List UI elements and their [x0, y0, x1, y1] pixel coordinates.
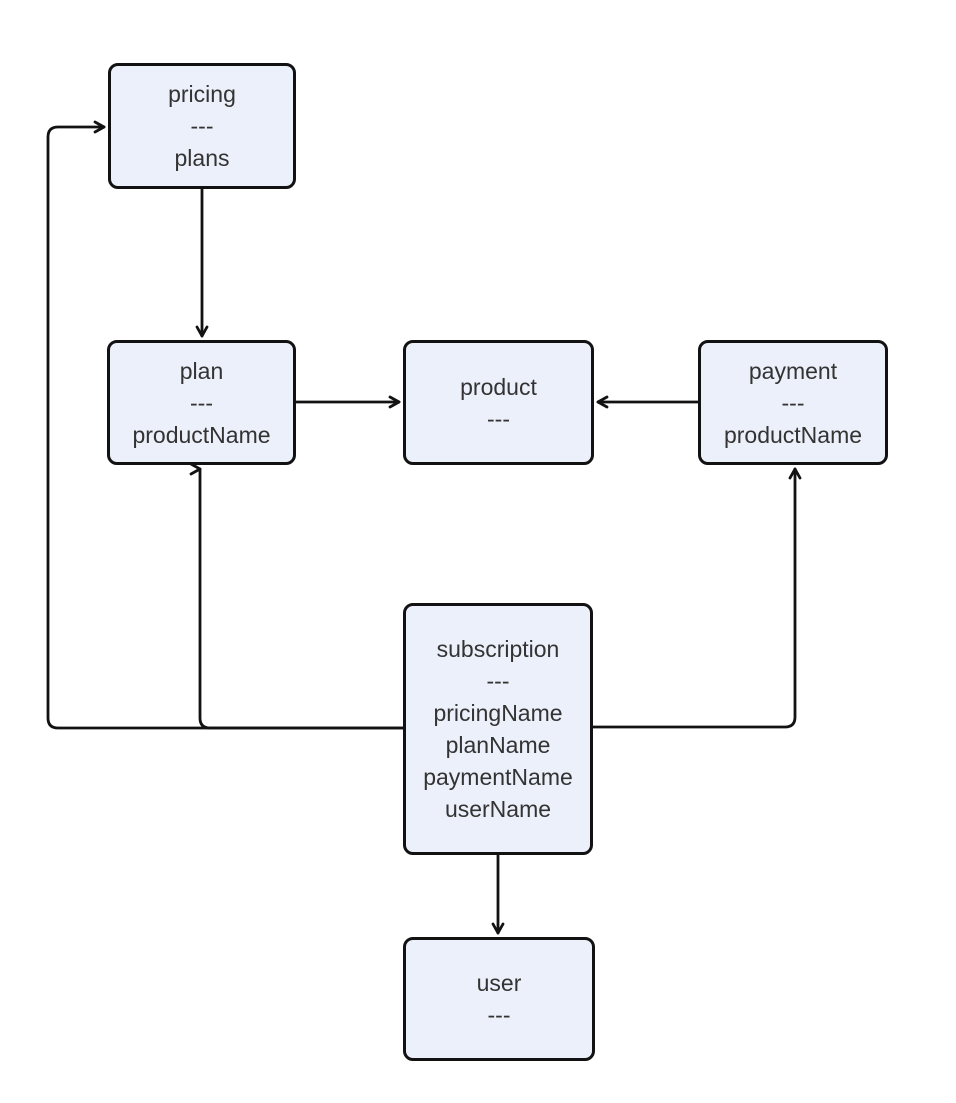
node-attribute: productName: [132, 421, 271, 448]
node-title: user: [476, 970, 522, 996]
node-attribute: productName: [723, 421, 863, 448]
node-attribute: planName: [445, 732, 551, 758]
node-subscription: subscription --- pricingName planName pa…: [403, 603, 593, 855]
node-title: plan: [179, 357, 224, 384]
node-title: subscription: [436, 636, 560, 662]
node-title: product: [460, 373, 537, 400]
node-attribute: paymentName: [423, 764, 573, 790]
node-divider: ---: [190, 113, 214, 139]
edge-subscription-pricing: [46, 120, 405, 730]
node-divider: ---: [781, 389, 805, 416]
node-attribute: pricingName: [433, 700, 563, 726]
node-title: pricing: [168, 81, 236, 107]
node-attribute: plans: [174, 145, 230, 171]
node-divider: ---: [190, 389, 213, 416]
node-title: payment: [748, 357, 838, 384]
node-payment: payment --- productName: [698, 340, 888, 465]
node-divider: ---: [487, 1002, 511, 1028]
edge-subscription-plan: [193, 467, 405, 730]
node-plan: plan --- productName: [107, 340, 296, 465]
node-product: product ---: [403, 340, 594, 465]
node-user: user ---: [403, 937, 595, 1061]
node-divider: ---: [486, 668, 510, 694]
node-pricing: pricing --- plans: [108, 63, 296, 189]
edge-subscription-payment: [591, 467, 802, 729]
node-attribute: userName: [444, 796, 552, 822]
node-divider: ---: [487, 405, 510, 432]
